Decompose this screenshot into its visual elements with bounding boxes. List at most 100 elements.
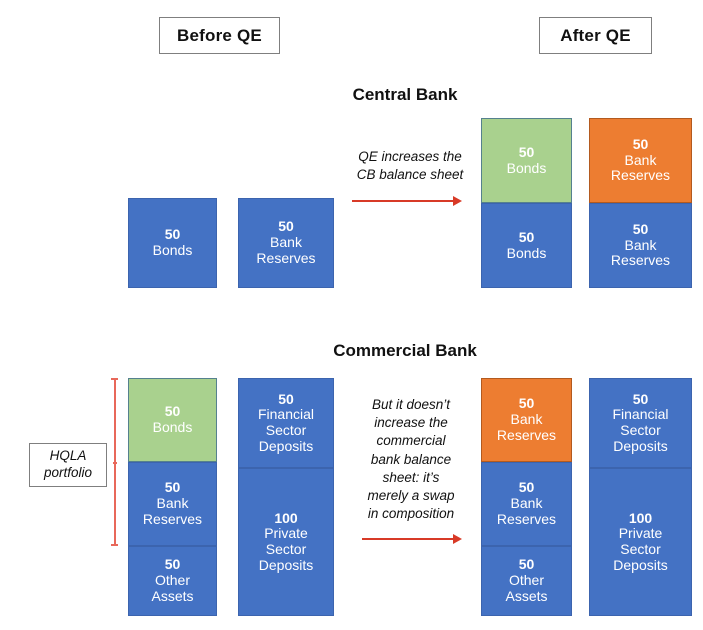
block-label-line: Bonds xyxy=(506,159,547,176)
block-label-line: Assets xyxy=(151,587,194,604)
arrow-commercial-bank xyxy=(362,533,462,545)
block-label-line: Deposits xyxy=(613,556,668,573)
block-amount: 50 xyxy=(632,135,649,152)
text-line: sheet: it’s xyxy=(382,469,440,485)
block-label-line: Bank xyxy=(510,411,543,428)
text-line: CB balance sheet xyxy=(356,167,464,183)
annotation-commercial-bank: But it doesn’t increase the commercial bank… xyxy=(350,396,472,524)
block-label-line: Other xyxy=(508,572,544,589)
block-amount: 100 xyxy=(274,509,298,526)
block-label-line: Other xyxy=(154,572,190,589)
arrow-line xyxy=(362,538,454,540)
block-label-line: Reserves xyxy=(496,510,557,527)
text-line: in composition xyxy=(367,506,455,522)
block-label-line: Reserves xyxy=(256,249,316,266)
block-label-line: Financial xyxy=(257,406,315,423)
block-label-line: Assets xyxy=(505,587,548,604)
arrow-line xyxy=(352,200,454,202)
block-amount: 50 xyxy=(278,390,294,407)
block-label-line: Bank xyxy=(270,234,302,251)
block-label-line: Sector xyxy=(620,541,661,557)
block-label-line: Reserves xyxy=(496,426,557,443)
text-line: HQLA xyxy=(49,448,87,464)
block-amount: 50 xyxy=(164,556,181,573)
block-label-line: Reserves xyxy=(610,252,671,269)
block-label-line: Bonds xyxy=(506,244,547,261)
block-amount: 50 xyxy=(518,479,535,496)
block-label-line: Reserves xyxy=(142,510,203,527)
annotation-central-bank: QE increases the CB balance sheet xyxy=(346,148,474,184)
phase-label-before-qe: Before QE xyxy=(159,17,280,54)
phase-label-after-qe: After QE xyxy=(539,17,652,54)
block-label-line: Private xyxy=(264,525,308,542)
hqla-bracket xyxy=(110,378,119,546)
arrow-central-bank xyxy=(352,195,462,207)
block-label-line: Sector xyxy=(265,541,307,557)
text-line: But it doesn’t xyxy=(371,397,451,412)
block-amount: 50 xyxy=(518,556,535,573)
block-label-line: Deposits xyxy=(258,556,314,573)
block-label-line: Bank xyxy=(624,236,657,253)
block-amount: 50 xyxy=(164,479,181,496)
section-title-commercial-bank: Commercial Bank xyxy=(333,341,477,360)
block-label-line: Sector xyxy=(620,422,661,438)
block-label-line: Bonds xyxy=(152,419,193,435)
text-line: commercial xyxy=(376,433,446,449)
bracket-tick-middle xyxy=(113,462,117,464)
block-amount: 50 xyxy=(164,226,181,243)
arrow-head-icon xyxy=(453,196,462,206)
block-label-line: Bank xyxy=(156,495,189,512)
block-amount: 50 xyxy=(518,228,535,245)
block-label-line: Bank xyxy=(624,151,657,168)
text-line: QE increases the xyxy=(358,149,462,164)
section-title-central-bank: Central Bank xyxy=(352,85,458,104)
block-amount: 50 xyxy=(632,220,649,237)
bracket-tick-top xyxy=(111,378,118,380)
block-label-line: Deposits xyxy=(258,437,314,454)
block-amount: 50 xyxy=(164,403,181,420)
block-amount: 50 xyxy=(518,395,535,412)
block-label-line: Deposits xyxy=(613,437,668,454)
bracket-tick-bottom xyxy=(111,544,118,546)
text-line: portfolio xyxy=(43,465,93,480)
block-amount: 50 xyxy=(632,390,649,407)
arrow-head-icon xyxy=(453,534,462,544)
text-line: bank balance xyxy=(370,451,452,467)
block-label-line: Private xyxy=(618,525,663,542)
block-amount: 100 xyxy=(628,509,653,526)
block-amount: 50 xyxy=(518,143,535,160)
text-line: merely a swap xyxy=(367,488,455,504)
block-label-line: Bonds xyxy=(152,242,193,258)
block-label-line: Reserves xyxy=(610,167,671,184)
block-label-line: Bank xyxy=(510,495,543,512)
text-line: increase the xyxy=(374,415,448,431)
block-amount: 50 xyxy=(278,218,294,235)
block-label-line: Financial xyxy=(612,406,669,423)
block-label-line: Sector xyxy=(265,422,307,438)
